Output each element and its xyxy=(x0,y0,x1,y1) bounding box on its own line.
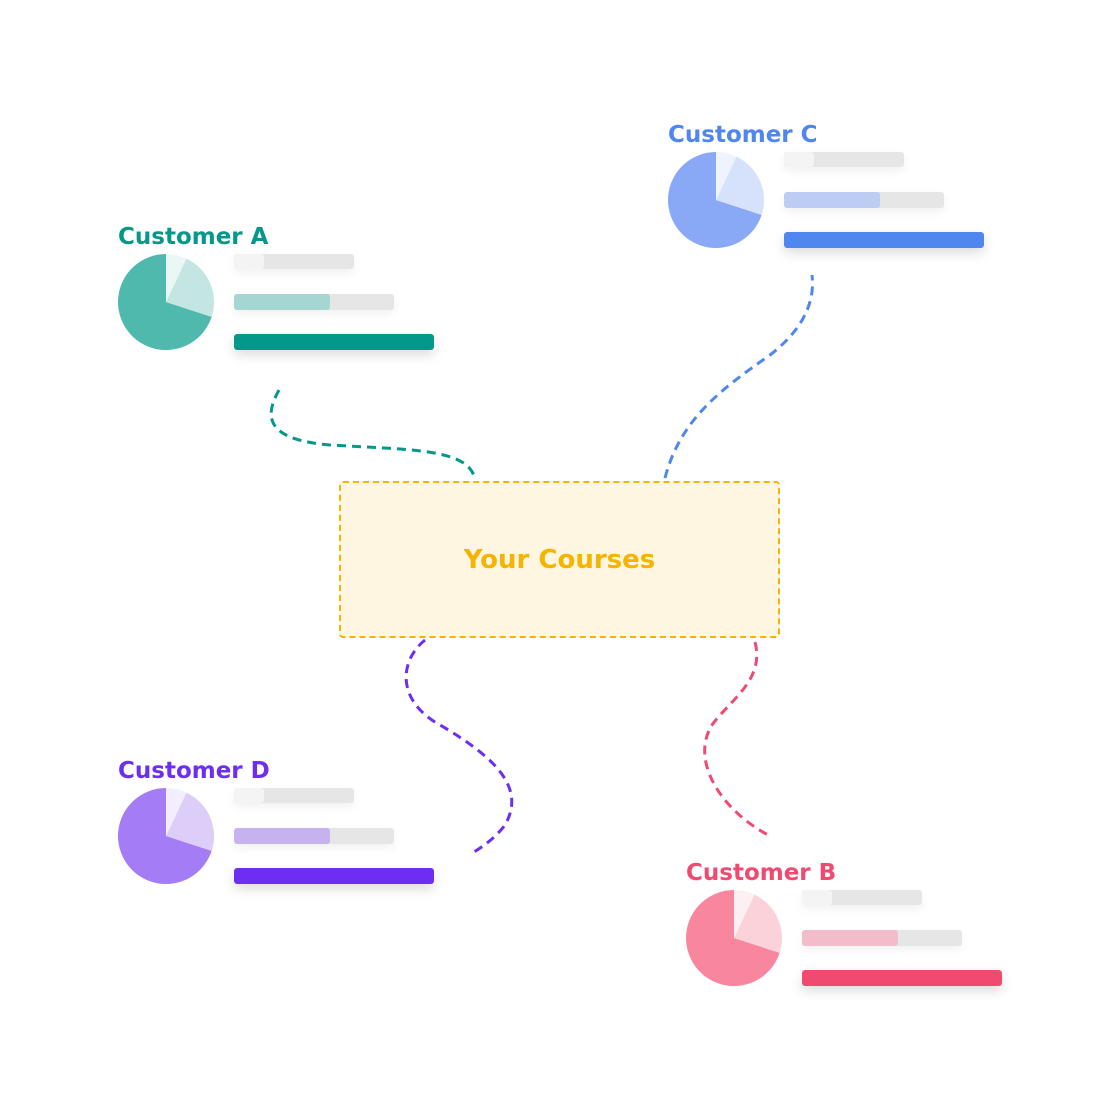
pie-chart-icon xyxy=(686,890,782,986)
pie-slice-main xyxy=(118,788,212,884)
progress-bar-fill xyxy=(234,828,330,844)
progress-bar-fill xyxy=(784,152,814,167)
customer-name: Customer A xyxy=(118,224,269,250)
progress-bar-fill xyxy=(802,970,1002,986)
pie-slice-minor xyxy=(734,890,755,938)
progress-bar-fill xyxy=(802,890,832,905)
progress-bar xyxy=(234,254,354,269)
progress-bar-fill xyxy=(784,192,880,208)
pie-chart-icon xyxy=(118,254,214,350)
progress-bar xyxy=(802,930,962,946)
progress-bar xyxy=(234,868,434,884)
progress-bar-fill xyxy=(234,788,264,803)
pie-slice-minor xyxy=(166,788,187,836)
customer-name: Customer C xyxy=(668,122,818,148)
connector-c xyxy=(663,274,814,479)
progress-bar xyxy=(234,788,354,803)
pie-slice-minor xyxy=(166,254,187,302)
connector-a xyxy=(269,389,477,481)
progress-bar-fill xyxy=(784,232,984,248)
pie-slice-secondary xyxy=(166,258,214,317)
connector-b xyxy=(703,641,771,838)
pie-slice-main xyxy=(118,254,212,350)
pie-slice-minor xyxy=(716,152,737,200)
progress-bar xyxy=(234,294,394,310)
progress-bar-fill xyxy=(234,334,434,350)
progress-bar xyxy=(234,828,394,844)
your-courses-label: Your Courses xyxy=(463,544,656,575)
pie-chart-icon xyxy=(668,152,764,248)
progress-bar xyxy=(802,970,1002,986)
progress-bar xyxy=(784,152,904,167)
customer-name: Customer B xyxy=(686,860,837,886)
pie-chart-icon xyxy=(118,788,214,884)
progress-bar-fill xyxy=(234,868,434,884)
your-courses-box[interactable]: Your Courses xyxy=(339,481,780,638)
progress-bar-fill xyxy=(234,294,330,310)
progress-bar xyxy=(784,192,944,208)
progress-bar xyxy=(234,334,434,350)
customer-name: Customer D xyxy=(118,758,270,784)
progress-bar xyxy=(784,232,984,248)
progress-bar-fill xyxy=(234,254,264,269)
pie-slice-main xyxy=(686,890,780,986)
pie-slice-secondary xyxy=(716,156,764,215)
connector-d xyxy=(404,638,514,854)
pie-slice-secondary xyxy=(734,894,782,953)
pie-slice-secondary xyxy=(166,792,214,851)
progress-bar xyxy=(802,890,922,905)
pie-slice-main xyxy=(668,152,762,248)
progress-bar-fill xyxy=(802,930,898,946)
